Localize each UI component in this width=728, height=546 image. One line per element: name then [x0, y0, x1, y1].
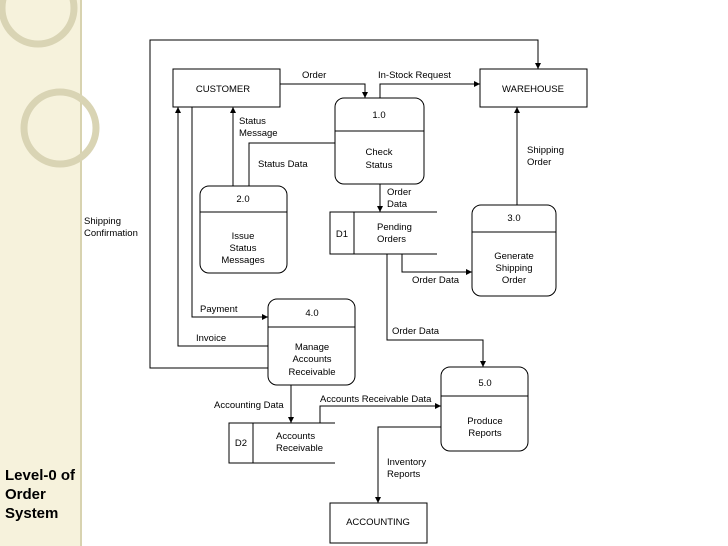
flow-payment-label: Payment [200, 304, 238, 315]
entity-customer-label: CUSTOMER [196, 84, 250, 95]
store-d1-label: Pending [377, 222, 412, 233]
entity-customer [172, 68, 281, 108]
process-4-label: Receivable [289, 367, 336, 378]
flow-accounts-receivable-data [319, 403, 441, 423]
process-1-label: Check [366, 147, 393, 158]
process-4 [267, 298, 356, 386]
store-d1 [329, 211, 437, 255]
process-3-id: 3.0 [507, 213, 520, 224]
store-d2 [228, 422, 335, 464]
flow-shipping-confirmation-label: Confirmation [84, 228, 138, 239]
process-5-label: Reports [468, 428, 502, 439]
process-3 [471, 204, 557, 297]
flow-inventory-reports-label: Inventory [387, 457, 426, 468]
flow-shipping-confirmation [149, 39, 541, 369]
flow-order-data-3 [401, 254, 472, 275]
diagram-title: Level-0 of Order System [5, 467, 76, 522]
process-4-label: Accounts [292, 354, 331, 365]
flow-order-data-d1-label: Data [387, 199, 408, 210]
entity-accounting-label: ACCOUNTING [346, 517, 410, 528]
flow-status-data-label: Status Data [258, 159, 308, 170]
flow-payment [191, 107, 268, 320]
flow-status-message-label: Status [239, 116, 266, 127]
flow-order-data-3-label: Order Data [412, 275, 460, 286]
flow-accounts-receivable-data-label: Accounts Receivable Data [320, 394, 432, 405]
process-1-label: Status [366, 160, 393, 171]
flow-inventory-reports-label: Reports [387, 469, 421, 480]
flow-instock-label: In-Stock Request [378, 70, 451, 81]
process-4-id: 4.0 [305, 308, 318, 319]
flow-invoice [175, 107, 268, 347]
decorative-strip-border [80, 0, 82, 546]
store-d2-label: Receivable [276, 443, 323, 454]
flow-order-data-d1-label: Order [387, 187, 411, 198]
process-2-label: Issue [232, 231, 255, 242]
process-1-id: 1.0 [372, 110, 385, 121]
process-5 [440, 366, 529, 452]
process-5-label: Produce [467, 416, 502, 427]
process-2 [199, 185, 288, 274]
flow-instock-request [379, 81, 480, 98]
process-3-label: Order [502, 275, 526, 286]
process-3-label: Shipping [496, 263, 533, 274]
process-2-id: 2.0 [236, 194, 249, 205]
flow-order-label: Order [302, 70, 326, 81]
store-d2-label: Accounts [276, 431, 315, 442]
process-5-id: 5.0 [478, 378, 491, 389]
flow-order [280, 83, 368, 98]
store-d1-label: Orders [377, 234, 406, 245]
flow-order-data-5 [386, 254, 486, 367]
process-2-label: Messages [221, 255, 265, 266]
flow-accounting-data-label: Accounting Data [214, 400, 284, 411]
entity-warehouse [479, 68, 588, 108]
flow-invoice-label: Invoice [196, 333, 226, 344]
flow-order-data-5-label: Order Data [392, 326, 440, 337]
process-2-label: Status [230, 243, 257, 254]
flow-shipping-order-label: Shipping [527, 145, 564, 156]
flow-shipping-confirmation-label: Shipping [84, 216, 121, 227]
entity-warehouse-label: WAREHOUSE [502, 84, 564, 95]
store-d2-id: D2 [235, 438, 247, 449]
flow-inventory-reports [375, 426, 441, 503]
flow-status-message [248, 142, 335, 186]
process-3-label: Generate [494, 251, 534, 262]
flow-status-message-label: Message [239, 128, 278, 139]
store-d1-id: D1 [336, 229, 348, 240]
flow-shipping-order-label: Order [527, 157, 551, 168]
process-4-label: Manage [295, 342, 329, 353]
